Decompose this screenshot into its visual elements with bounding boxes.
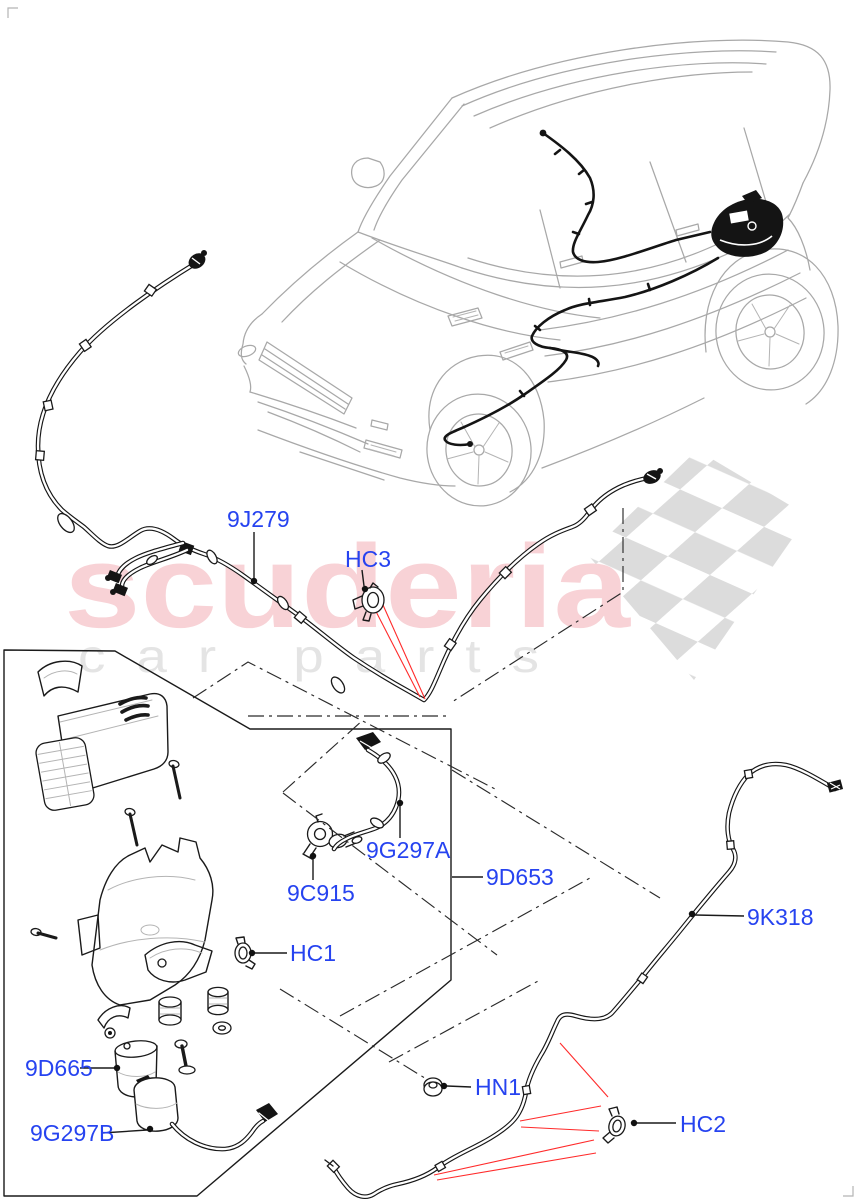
dust-separator-9G297B-drawing (133, 1075, 278, 1152)
vapour-pipe-9J279-drawing (34, 250, 663, 703)
part-label-HC2[interactable]: HC2 (680, 1111, 726, 1137)
watermark-subtitle-text: car parts (78, 630, 570, 682)
callout-9D653: 9D653 (452, 864, 554, 890)
callout-9J279: 9J279 (227, 506, 290, 585)
phantom-projection-lines (192, 508, 661, 1081)
part-label-HC1[interactable]: HC1 (290, 940, 336, 966)
part-label-9G297B[interactable]: 9G297B (30, 1120, 114, 1146)
part-label-HC3[interactable]: HC3 (345, 546, 391, 572)
corner-mark-bottom-right (843, 1186, 854, 1197)
canister-assembly-box (3, 649, 452, 1197)
part-label-9C915[interactable]: 9C915 (287, 880, 355, 906)
part-label-9D653[interactable]: 9D653 (486, 864, 554, 890)
part-label-HN1[interactable]: HN1 (475, 1074, 521, 1100)
callout-9C915: 9C915 (287, 852, 355, 906)
callout-HC1: HC1 (248, 940, 336, 966)
callout-HC3: HC3 (345, 546, 391, 593)
nut-HN1-drawing (423, 1077, 443, 1097)
carbon-canister-drawing (30, 660, 232, 1075)
vehicle-outline-drawing (237, 39, 839, 507)
clip-HC1-drawing (234, 936, 256, 970)
part-label-9D665[interactable]: 9D665 (25, 1055, 93, 1081)
callout-9K318: 9K318 (688, 904, 814, 930)
callout-HC2: HC2 (630, 1111, 726, 1137)
callouts: 9J279 HC3 9D653 9G297A 9C915 HC1 9K318 (25, 506, 814, 1146)
part-label-9G297A[interactable]: 9G297A (366, 837, 451, 863)
clip-HC2-drawing (602, 1106, 626, 1144)
callout-9G297B: 9G297B (30, 1120, 154, 1146)
part-label-9J279[interactable]: 9J279 (227, 506, 290, 532)
callout-HN1: HN1 (440, 1074, 521, 1100)
corner-mark-top-left (7, 7, 18, 18)
fuel-filler-harness-drawing (443, 129, 784, 447)
checkered-flag-graphic (588, 450, 808, 680)
callout-9D665: 9D665 (25, 1055, 121, 1081)
fuel-pipe-9K318-drawing (324, 761, 844, 1199)
hose-9G297A-drawing (331, 732, 402, 852)
clip-HC3-drawing (352, 582, 385, 622)
part-label-9K318[interactable]: 9K318 (747, 904, 814, 930)
purge-valve-9C915-drawing (302, 813, 363, 860)
callout-9G297A: 9G297A (366, 799, 451, 863)
